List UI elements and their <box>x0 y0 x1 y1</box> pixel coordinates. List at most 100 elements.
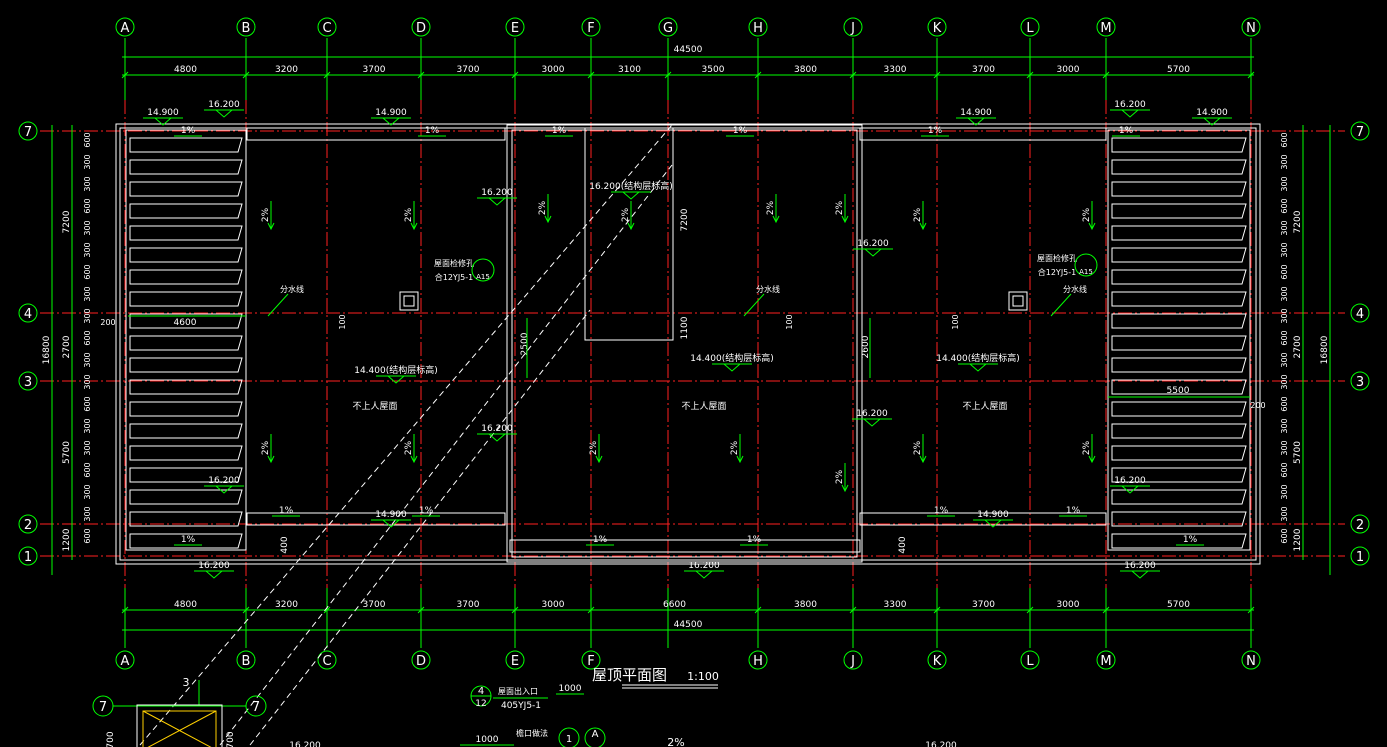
axis-bubble-bottom <box>843 650 863 670</box>
axis-bubble-bottom <box>411 650 431 670</box>
spacer-dim-left: 300 <box>83 308 92 323</box>
axis-label-top: B <box>242 21 251 36</box>
detail-elevation: 16.200 <box>289 741 321 747</box>
dimension-vertical: 1200 <box>1293 528 1303 551</box>
dimension-vertical: 1200 <box>62 528 72 551</box>
inner-dim-vertical: 100 <box>785 314 794 329</box>
elevation-triangle <box>487 197 507 206</box>
dimension-bottom: 6600 <box>663 600 686 610</box>
axis-label-top: F <box>587 21 594 36</box>
slope-small-label: 1% <box>593 535 608 545</box>
divide-line-label: 分水线 <box>756 284 780 294</box>
detail-elevation: 16.200 <box>925 741 957 747</box>
left-panel-cell <box>129 401 243 417</box>
spacer-dim-left: 300 <box>83 440 92 455</box>
axis-label-bottom: E <box>511 654 519 669</box>
slope-label: 2% <box>730 440 740 455</box>
divide-line-label: 分水线 <box>1063 284 1087 294</box>
elevation-label: 14.400(结构层标高) <box>936 352 1020 364</box>
slope-label: 2% <box>1082 207 1092 222</box>
axis-label-bottom: L <box>1026 654 1034 669</box>
dimension-tick <box>242 606 250 614</box>
dimension-tick <box>511 606 519 614</box>
axis-label-bottom: H <box>753 654 763 669</box>
slope-label: 2% <box>913 440 923 455</box>
dimension-bottom: 3700 <box>972 600 995 610</box>
elevation-label: 14.900 <box>147 108 179 118</box>
right-panel-cell <box>1111 203 1247 219</box>
detail-dim: 700 <box>226 731 236 747</box>
left-panel-cell <box>129 467 243 483</box>
slope-arrowhead <box>841 215 849 224</box>
axis-bubble-top <box>1020 17 1040 37</box>
spacer-dim-right: 300 <box>1280 176 1289 191</box>
elevation-triangle <box>621 191 641 200</box>
elevation-triangle <box>863 248 883 257</box>
inner-dim-vertical: 2600 <box>861 335 871 358</box>
inner-dim: 200 <box>1250 401 1265 410</box>
ref-bubble-num: 1 <box>566 734 572 745</box>
axis-bubble-left <box>18 371 38 391</box>
elevation-triangle <box>862 418 882 427</box>
right-panel-cell <box>1111 401 1247 417</box>
slope-label: 2% <box>835 200 845 215</box>
dimension-tick <box>323 71 331 79</box>
dimension-tick <box>754 71 762 79</box>
inner-dim-vertical: 1100 <box>680 316 690 339</box>
dimension-bottom: 5700 <box>1167 600 1190 610</box>
right-panel-cell <box>1111 357 1247 373</box>
axis-label-bottom: A <box>121 654 130 669</box>
drain-ref-label: 合12YJ5-1 <box>1038 267 1077 277</box>
ref-text: 屋面出入口 <box>498 686 538 696</box>
axis-bubble-right <box>1350 303 1370 323</box>
dimension-top: 3100 <box>618 65 641 75</box>
axis-bubble-left <box>18 121 38 141</box>
elevation-label: 16.200 <box>856 409 888 419</box>
ref-code: 405YJ5-1 <box>501 701 541 711</box>
elevation-triangle <box>1120 109 1140 118</box>
dimension-bottom: 3800 <box>794 600 817 610</box>
right-panel-cell <box>1111 533 1247 549</box>
spacer-dim-left: 300 <box>83 506 92 521</box>
slope-arrowhead <box>410 222 418 231</box>
dimension-tick <box>323 606 331 614</box>
inner-dim-vertical: 400 <box>280 536 290 553</box>
spacer-dim-right: 300 <box>1280 484 1289 499</box>
axis-label-top: D <box>416 21 426 36</box>
dimension-top: 3700 <box>972 65 995 75</box>
dimension-vertical: 2700 <box>1293 335 1303 358</box>
spacer-dim-right: 300 <box>1280 308 1289 323</box>
right-panel-cell <box>1111 137 1247 153</box>
dimension-tick <box>1247 606 1255 614</box>
axis-label-top: H <box>753 21 763 36</box>
dimension-tick <box>121 71 129 79</box>
dimension-vertical: 7200 <box>1293 210 1303 233</box>
axis-bubble-top <box>236 17 256 37</box>
roof-note: 不上人屋面 <box>352 401 397 412</box>
dimension-tick <box>417 606 425 614</box>
dimension-tick <box>587 71 595 79</box>
elevation-label: 14.900 <box>1196 108 1228 118</box>
detail-box-diag <box>147 710 217 747</box>
dimension-tick <box>849 606 857 614</box>
axis-bubble-top <box>843 17 863 37</box>
left-panel-cell <box>129 511 243 527</box>
elevation-label: 16.200 <box>208 100 240 110</box>
dimension-top: 5700 <box>1167 65 1190 75</box>
axis-label-top: A <box>121 21 130 36</box>
dimension-total-bottom: 44500 <box>674 620 703 630</box>
spacer-dim-right: 600 <box>1280 264 1289 279</box>
axis-label-left: 2 <box>24 518 32 533</box>
slope-arrowhead <box>772 215 780 224</box>
slope-small-label: 1% <box>733 126 748 136</box>
elevation-triangle <box>968 363 988 372</box>
axis-label-top: J <box>850 21 855 36</box>
right-panel-cell <box>1111 379 1247 395</box>
dimension-tick <box>754 606 762 614</box>
dimension-bottom: 3200 <box>275 600 298 610</box>
spacer-dim-right: 600 <box>1280 132 1289 147</box>
axis-label-left: 4 <box>24 307 32 322</box>
left-panel-cell <box>129 269 243 285</box>
